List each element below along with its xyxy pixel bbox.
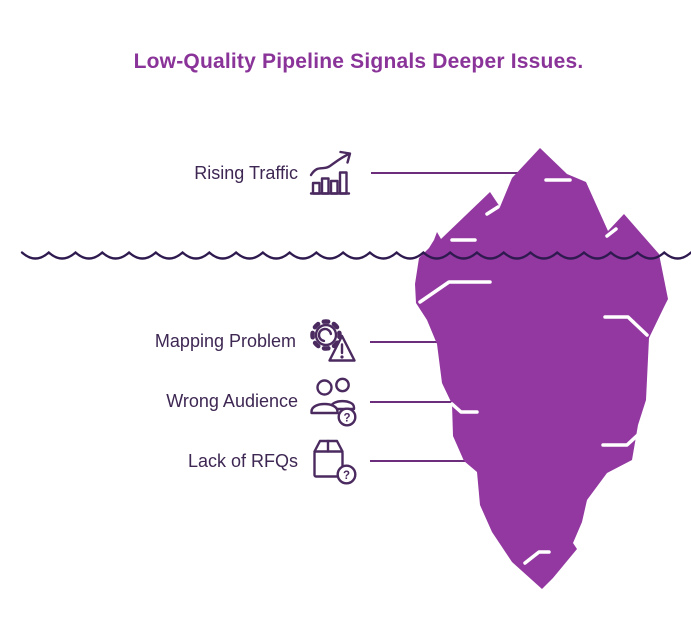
- lack-of-rfqs-label: Lack of RFQs: [187, 450, 298, 471]
- iceberg: [415, 148, 668, 589]
- label-item-lack-of-rfqs: Lack of RFQs ?: [188, 435, 362, 487]
- label-item-rising-traffic: Rising Traffic: [194, 147, 362, 199]
- rising-traffic-chart-icon: [309, 150, 352, 195]
- rising-traffic-label: Rising Traffic: [194, 162, 298, 183]
- waterline-wave: [20, 250, 691, 260]
- question-glyph: ?: [343, 470, 350, 482]
- label-item-wrong-audience: Wrong Audience ?: [166, 375, 362, 428]
- package-question-icon: ?: [313, 439, 357, 485]
- question-glyph: ?: [343, 413, 350, 425]
- mapping-problem-label: Mapping Problem: [154, 331, 296, 351]
- page-title: Low-Quality Pipeline Signals Deeper Issu…: [133, 50, 584, 73]
- iceberg-highlights: [418, 178, 649, 565]
- audience-question-icon: ?: [310, 377, 357, 427]
- exclamation-dot: [340, 354, 344, 359]
- wrong-audience-label: Wrong Audience: [166, 391, 298, 411]
- gear-warning-icon: [310, 318, 356, 362]
- label-item-mapping-problem: Mapping Problem: [155, 315, 362, 368]
